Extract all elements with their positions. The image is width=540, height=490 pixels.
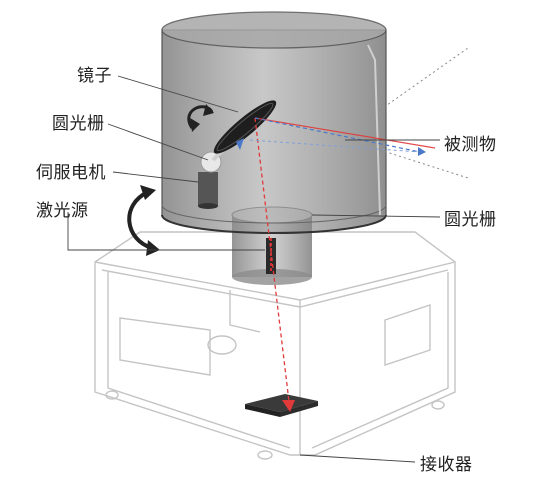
label-upper-grating: 圆光栅 xyxy=(52,114,105,134)
leader-lines xyxy=(67,75,441,463)
label-measured-object: 被测物 xyxy=(444,135,497,155)
base-housing xyxy=(94,231,456,460)
receiver-chip xyxy=(245,394,318,417)
rotation-arrowhead-icon-2 xyxy=(190,118,200,132)
base-arrowhead-icon-2 xyxy=(146,240,160,256)
mirror xyxy=(211,100,277,162)
label-receiver: 接收器 xyxy=(420,455,473,475)
label-laser-source: 激光源 xyxy=(36,201,89,221)
base-arrowhead-icon xyxy=(140,185,156,200)
label-servo-motor: 伺服电机 xyxy=(36,163,106,183)
laser-beams xyxy=(236,47,469,412)
base-rotation-arrow xyxy=(127,190,153,250)
rotation-arrowhead-icon xyxy=(203,104,214,116)
label-lower-grating: 圆光栅 xyxy=(444,210,497,230)
servo-motor xyxy=(198,151,222,209)
label-mirror: 镜子 xyxy=(77,66,112,86)
